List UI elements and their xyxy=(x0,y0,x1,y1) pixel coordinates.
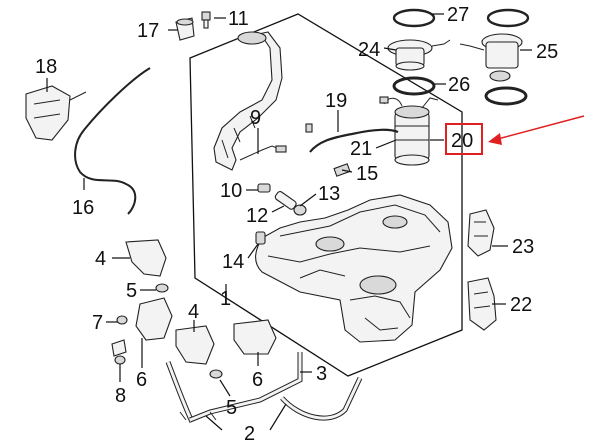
leader-lines xyxy=(46,13,532,431)
callout-7: 7 xyxy=(92,312,103,334)
seal-ring-icon xyxy=(484,86,528,106)
mount-bracket-icon xyxy=(125,239,167,277)
tank-strap-icon xyxy=(165,352,363,424)
mount-bracket-icon xyxy=(233,319,277,355)
callout-21: 21 xyxy=(350,138,372,160)
highlight-arrow xyxy=(488,115,585,145)
lock-ring-icon xyxy=(392,8,436,28)
callout-25: 25 xyxy=(536,41,558,63)
lock-ring-icon xyxy=(486,8,530,28)
callout-10: 10 xyxy=(220,180,242,202)
bolt-icon xyxy=(201,11,211,29)
callout-4b: 4 xyxy=(188,301,199,323)
callout-8: 8 xyxy=(115,385,126,407)
breather-hose-icon xyxy=(74,67,151,215)
callout-20: 20 xyxy=(451,130,473,152)
callout-5b: 5 xyxy=(226,397,237,419)
callout-27: 27 xyxy=(447,4,469,26)
callout-15: 15 xyxy=(356,163,378,185)
fuel-tank-icon xyxy=(255,194,453,343)
callout-6b: 6 xyxy=(252,369,263,391)
pump-cover-icon xyxy=(387,39,451,71)
callout-19: 19 xyxy=(325,90,347,112)
nut-icon xyxy=(209,369,223,379)
nut-icon xyxy=(114,355,126,365)
callout-16: 16 xyxy=(72,197,94,219)
nut-icon xyxy=(116,315,128,325)
mount-bracket-icon xyxy=(175,325,215,365)
callout-5a: 5 xyxy=(126,280,137,302)
hose-clip-icon xyxy=(305,123,313,133)
callout-3: 3 xyxy=(316,363,327,385)
callout-12: 12 xyxy=(246,205,268,227)
seal-ring-icon xyxy=(392,76,436,96)
callout-4a: 4 xyxy=(95,248,106,270)
bolt-icon xyxy=(111,339,127,357)
filler-neck-icon xyxy=(213,31,287,171)
callout-22: 22 xyxy=(510,294,532,316)
fuel-pump-module-icon xyxy=(379,96,439,166)
grommet-icon xyxy=(175,17,195,41)
callout-13: 13 xyxy=(318,183,340,205)
callout-24: 24 xyxy=(358,39,380,61)
callout-14: 14 xyxy=(222,251,244,273)
callout-11: 11 xyxy=(228,8,249,30)
assembly-outline xyxy=(189,13,463,377)
shield-icon xyxy=(25,85,87,141)
callout-9: 9 xyxy=(250,107,261,129)
heat-shield-icon xyxy=(467,209,495,257)
hose-icon xyxy=(309,128,399,153)
callout-17: 17 xyxy=(137,20,159,42)
mount-bracket-icon xyxy=(135,297,173,341)
pump-cover-icon xyxy=(459,33,523,82)
callout-6a: 6 xyxy=(136,369,147,391)
callout-18: 18 xyxy=(35,56,57,78)
nut-icon xyxy=(155,283,169,293)
hose-parts-icon xyxy=(255,183,307,245)
callout-26: 26 xyxy=(448,74,470,96)
highlight-box xyxy=(445,123,483,155)
callout-2: 2 xyxy=(244,423,255,444)
heat-shield-icon xyxy=(467,277,497,331)
callout-1: 1 xyxy=(220,288,231,310)
callout-23: 23 xyxy=(512,236,534,258)
